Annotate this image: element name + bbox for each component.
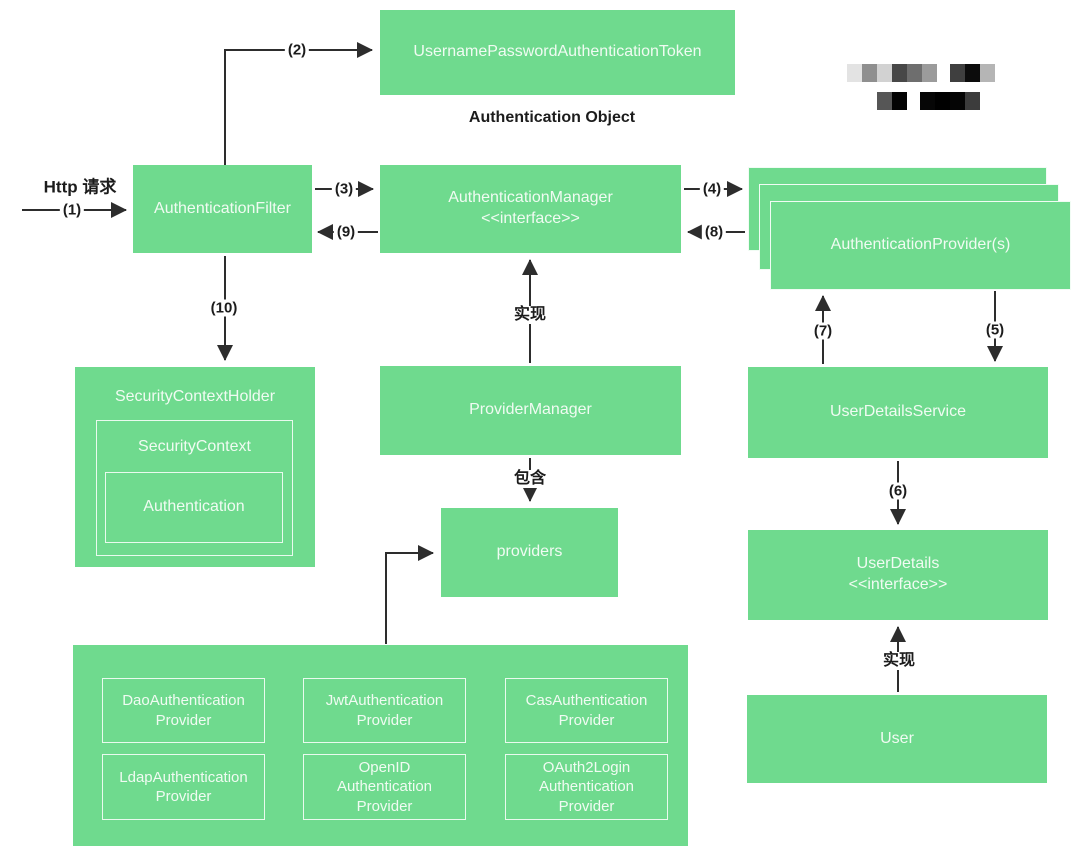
contains-label: 包含 — [510, 470, 550, 488]
step-5-label: (5) — [982, 321, 1008, 339]
user-details-box: UserDetails <<interface>> — [748, 530, 1048, 620]
provider-stack-front: AuthenticationProvider(s) — [770, 201, 1071, 290]
watermark-mosaic — [950, 64, 995, 82]
authentication-filter-box: AuthenticationFilter — [133, 165, 312, 253]
step-4-label: (4) — [699, 180, 725, 198]
step-3-label: (3) — [331, 180, 357, 198]
step-9-label: (9) — [333, 223, 359, 241]
jwt-authentication-provider-box: JwtAuthentication Provider — [303, 678, 466, 743]
ldap-authentication-provider-box: LdapAuthentication Provider — [102, 754, 265, 820]
http-request-label: Http 请求 — [43, 177, 117, 197]
authentication-object-caption: Authentication Object — [468, 109, 636, 126]
oauth2login-authentication-provider-box: OAuth2Login Authentication Provider — [505, 754, 668, 820]
arrow-2-filter-to-token — [224, 42, 373, 165]
user-box: User — [747, 695, 1047, 783]
step-8-label: (8) — [701, 223, 727, 241]
security-context-holder-box: SecurityContextHolder SecurityContext Au… — [75, 367, 315, 567]
openid-authentication-provider-box: OpenID Authentication Provider — [303, 754, 466, 820]
provider-grid-box: DaoAuthentication Provider JwtAuthentica… — [73, 645, 688, 846]
watermark-mosaic — [847, 64, 937, 82]
step-7-label: (7) — [810, 322, 836, 340]
step-2-label: (2) — [284, 41, 310, 59]
step-10-label: (10) — [207, 299, 241, 317]
watermark-mosaic — [920, 92, 980, 110]
step-6-label: (6) — [885, 482, 911, 500]
dao-authentication-provider-box: DaoAuthentication Provider — [102, 678, 265, 743]
step-1-label: (1) — [59, 201, 85, 219]
implements-left-label: 实现 — [510, 306, 550, 324]
cas-authentication-provider-box: CasAuthentication Provider — [505, 678, 668, 743]
security-context-label: SecurityContext — [138, 438, 251, 455]
security-context-holder-label: SecurityContextHolder — [114, 388, 276, 405]
security-context-box: SecurityContext Authentication — [96, 420, 293, 556]
implements-right-label: 实现 — [879, 652, 919, 670]
user-details-service-box: UserDetailsService — [748, 367, 1048, 458]
authentication-manager-box: AuthenticationManager <<interface>> — [380, 165, 681, 253]
token-box: UsernamePasswordAuthenticationToken — [380, 10, 735, 95]
providers-box: providers — [441, 508, 618, 597]
arrow-grid-to-providers — [385, 545, 434, 644]
authentication-box: Authentication — [105, 472, 283, 543]
watermark-mosaic — [877, 92, 907, 110]
provider-manager-box: ProviderManager — [380, 366, 681, 455]
